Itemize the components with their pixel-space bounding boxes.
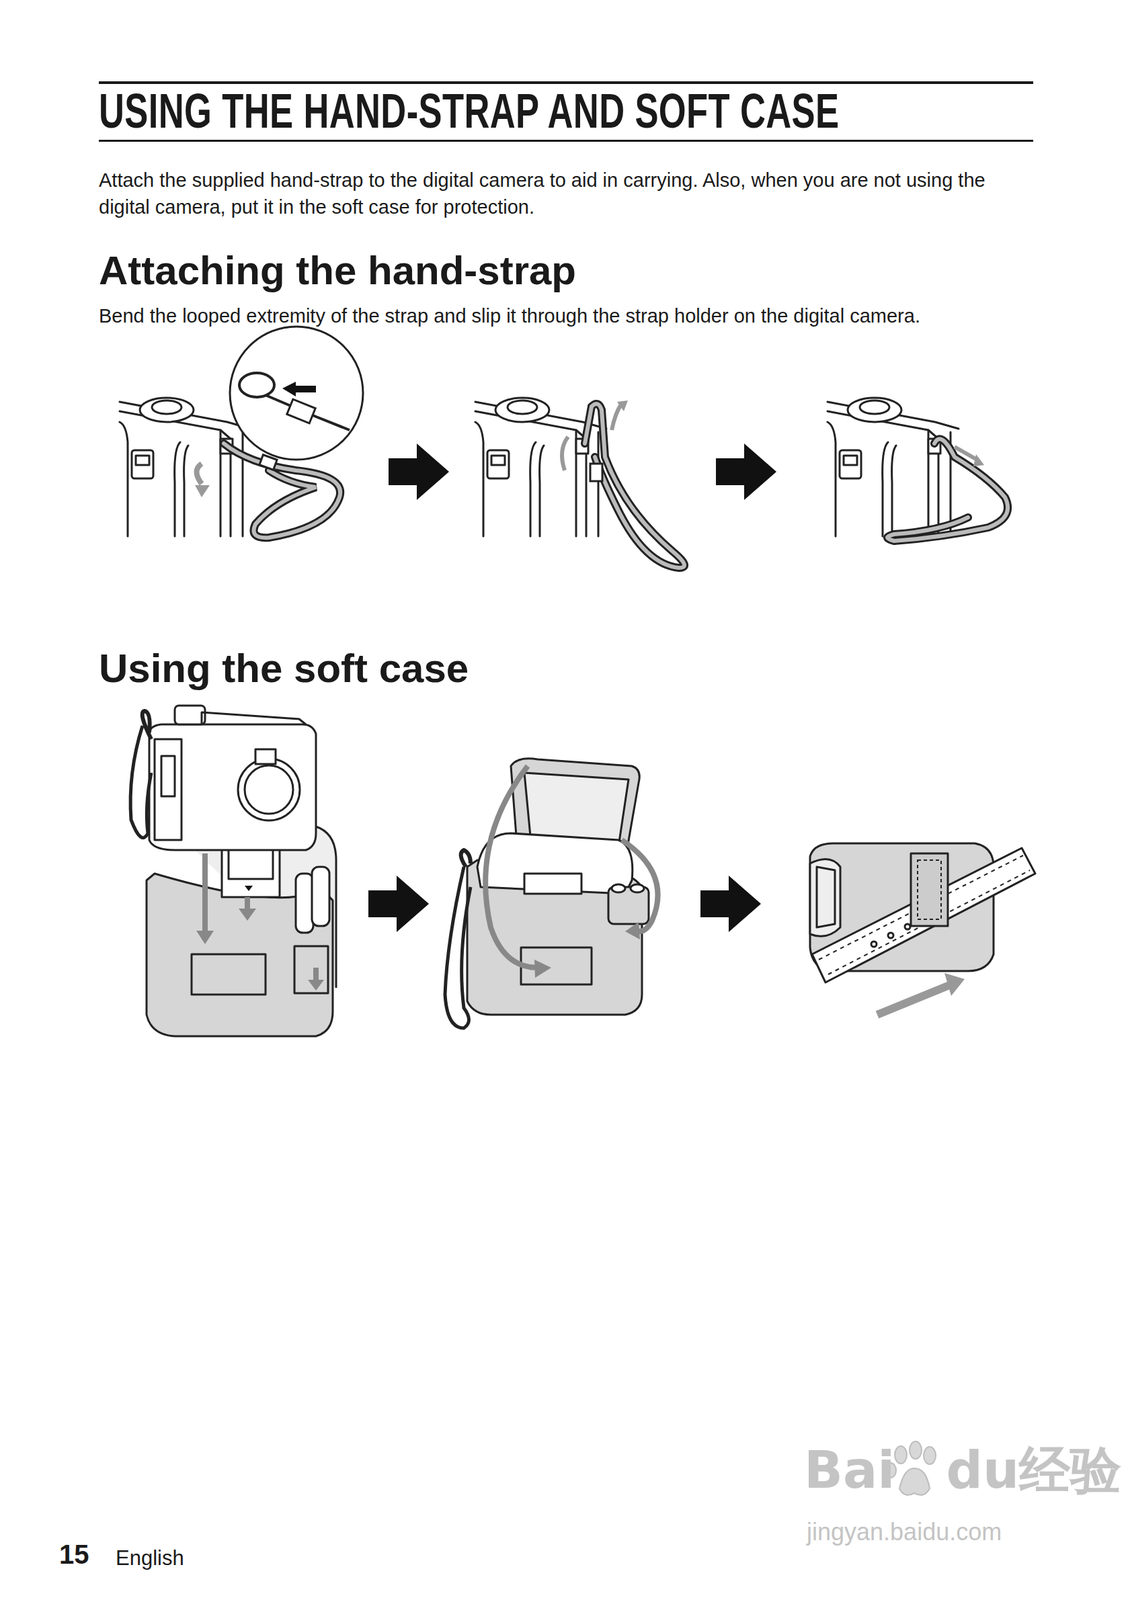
step-arrow xyxy=(388,443,450,501)
page-number: 15 xyxy=(59,1541,90,1569)
section-heading: Using the soft case xyxy=(98,646,469,692)
soft-case-step xyxy=(130,705,337,1037)
step-arrow xyxy=(700,875,761,933)
soft-case-step xyxy=(445,758,659,1029)
intro-text: Attach the supplied hand-strap to the di… xyxy=(98,166,1003,221)
section-heading: Attaching the hand-strap xyxy=(98,248,577,294)
camera-strap-step xyxy=(475,397,685,569)
camera-strap-step xyxy=(827,397,1008,542)
language-label: English xyxy=(115,1548,185,1569)
step-arrow xyxy=(368,875,429,933)
body-text: Bend the looped extremity of the strap a… xyxy=(98,303,1108,329)
camera-strap-step xyxy=(119,326,364,538)
rule xyxy=(98,139,1034,142)
step-arrow xyxy=(715,443,777,501)
watermark: Bai xyxy=(803,1445,895,1497)
rule xyxy=(98,81,1034,85)
watermark: du经验 xyxy=(945,1445,1122,1497)
soft-case-step xyxy=(810,843,1036,1016)
page-title: USING THE HAND-STRAP AND SOFT CASE xyxy=(98,86,839,136)
watermark-url: jingyan.baidu.com xyxy=(806,1520,1002,1545)
